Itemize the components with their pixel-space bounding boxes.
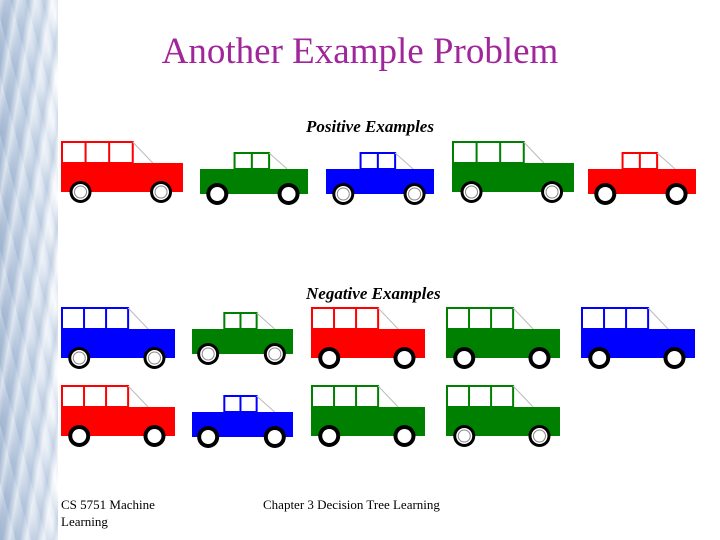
footer-course: CS 5751 Machine Learning <box>61 497 155 529</box>
positive-car-1 <box>61 141 183 203</box>
slide-title: Another Example Problem <box>161 31 559 72</box>
positive-examples-label: Positive Examples <box>306 117 434 136</box>
positive-car-5 <box>588 152 696 205</box>
negative-car-6 <box>61 385 175 447</box>
negative-car-5 <box>581 307 695 369</box>
negative-car-2 <box>192 312 293 365</box>
footer-chapter: Chapter 3 Decision Tree Learning <box>263 497 440 512</box>
negative-examples-label: Negative Examples <box>306 284 441 303</box>
negative-car-3 <box>311 307 425 369</box>
negative-car-8 <box>311 385 425 447</box>
left-decorative-strip <box>0 0 58 540</box>
negative-car-4 <box>446 307 560 369</box>
negative-car-9 <box>446 385 560 447</box>
positive-car-3 <box>326 152 434 205</box>
positive-car-2 <box>200 152 308 205</box>
negative-car-7 <box>192 395 293 448</box>
positive-car-4 <box>452 141 574 203</box>
negative-car-1 <box>61 307 175 369</box>
